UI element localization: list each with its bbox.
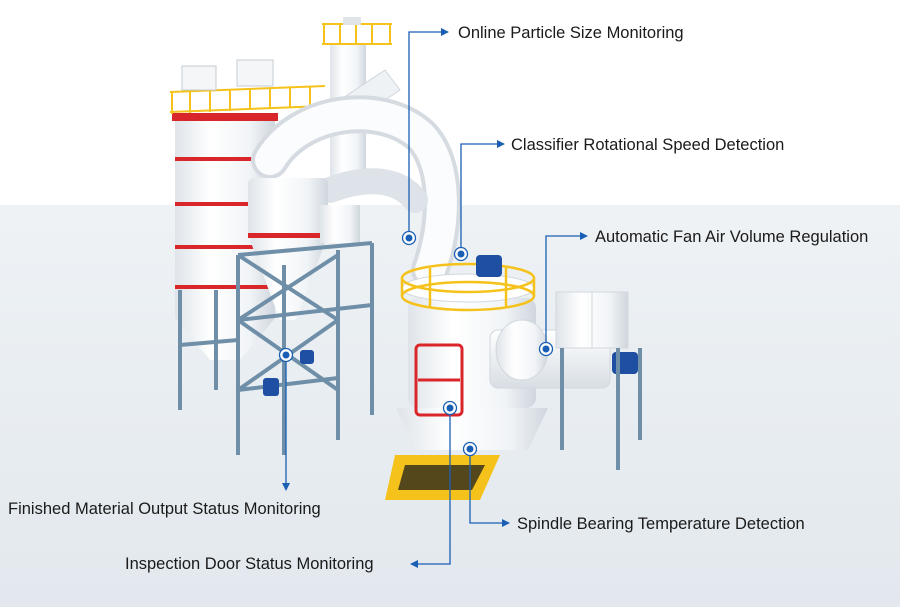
leader-lines — [278, 28, 588, 568]
fan-assembly — [489, 291, 642, 470]
callout-fan-air-volume: Automatic Fan Air Volume Regulation — [595, 228, 869, 246]
callout-classifier-speed: Classifier Rotational Speed Detection — [511, 136, 785, 154]
main-pipe — [251, 95, 461, 289]
cyclone — [248, 178, 360, 320]
mill-body — [396, 255, 548, 450]
frame-motors — [263, 350, 314, 396]
callout-online-particle-size: Online Particle Size Monitoring — [458, 24, 684, 42]
callout-finished-material-output: Finished Material Output Status Monitori… — [8, 500, 321, 518]
callout-inspection-door: Inspection Door Status Monitoring — [125, 555, 374, 573]
callout-spindle-bearing-temperature: Spindle Bearing Temperature Detection — [517, 515, 805, 533]
base-grate — [385, 455, 500, 500]
